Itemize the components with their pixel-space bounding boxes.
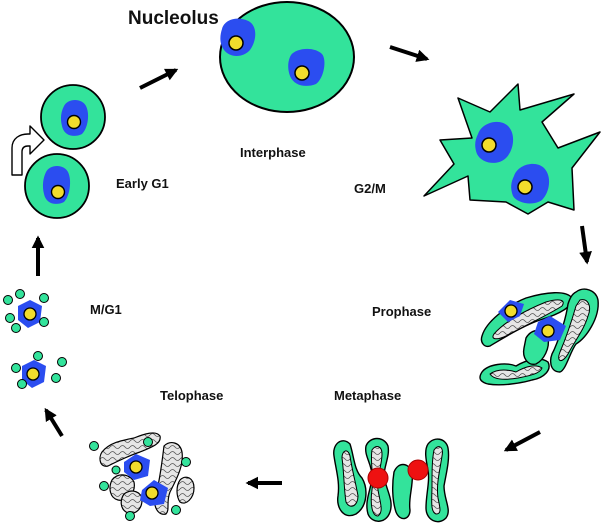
telophase-cell xyxy=(89,432,195,521)
arrow-right-icon xyxy=(389,45,430,62)
arrow-right-icon xyxy=(139,68,179,90)
centromere-left xyxy=(367,467,389,489)
mg1-cells xyxy=(3,289,67,389)
telophase-label: Telophase xyxy=(160,388,223,403)
interphase-label: Interphase xyxy=(240,145,306,160)
early-g1-cells xyxy=(24,84,106,219)
early-g1-label: Early G1 xyxy=(116,176,169,191)
metaphase-cell xyxy=(333,437,450,523)
g2m-cell xyxy=(423,83,601,215)
arrow-down-icon xyxy=(579,225,592,265)
arrow-down-icon xyxy=(503,430,541,452)
interphase-cell xyxy=(219,1,355,113)
g2m-label: G2/M xyxy=(354,181,386,196)
prophase-label: Prophase xyxy=(372,304,431,319)
prophase-cell xyxy=(479,288,599,386)
curved-arrow-icon xyxy=(11,125,45,176)
arrow-up-icon xyxy=(44,407,64,438)
nucleolus-label: Nucleolus xyxy=(128,8,219,29)
centromere-right xyxy=(407,459,429,481)
metaphase-label: Metaphase xyxy=(334,388,401,403)
mg1-label: M/G1 xyxy=(90,302,122,317)
